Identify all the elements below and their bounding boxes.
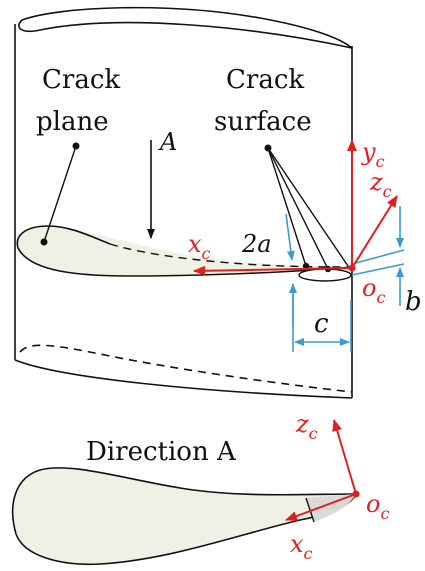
origin-3d-label: oc: [362, 274, 385, 307]
dim-c-label: c: [314, 309, 329, 339]
crack-surface-label-line2: surface: [214, 107, 312, 137]
section-crack-region: [306, 494, 356, 522]
dim-b-extension-top: [351, 249, 405, 265]
section-axis-x-label: xc: [290, 530, 313, 563]
blade-body: [14, 6, 353, 399]
crack-surface-ellipse: [298, 268, 352, 282]
blade-bottom-hidden-edge: [19, 344, 353, 393]
origin-section-dot: [352, 490, 360, 498]
crack-surface-leader-dot: [264, 144, 272, 152]
origin-3d-dot: [348, 264, 356, 272]
crack-plane-label-line1: Crack: [42, 65, 120, 95]
section-title: Direction A: [86, 437, 237, 467]
dimension-marks: [285, 206, 405, 352]
axis-x-label: xc: [188, 230, 211, 263]
crack-surface-point-1: [302, 262, 310, 270]
axes-section: [285, 419, 357, 521]
dim-b-extension-bottom: [351, 263, 405, 276]
blade-top-lower-edge: [18, 19, 353, 49]
axis-z-label: zc: [369, 168, 392, 201]
axis-x-arrow: [193, 265, 353, 276]
crack-plane-label-line2: plane: [36, 107, 109, 137]
section-axis-x-arrow: [285, 493, 357, 521]
crack-plane-leader-dot: [72, 142, 80, 150]
dim-2a-label: 2a: [241, 230, 272, 258]
direction-a-label: A: [158, 128, 177, 156]
axis-y-label: yc: [361, 138, 385, 171]
axis-z-arrow: [351, 195, 398, 269]
section-origin-label: oc: [366, 490, 389, 523]
dim-b-label: b: [405, 287, 422, 317]
blade-top-edge: [21, 6, 353, 49]
dim-2a-arrow-top: [285, 213, 295, 261]
crack-surface-label-line1: Crack: [226, 65, 304, 95]
crack-plane-leader: [43, 145, 77, 243]
crack-plane-target-dot: [40, 238, 48, 246]
axes-3d: [193, 139, 398, 276]
section-axis-z-arrow: [332, 419, 357, 495]
section-crack-front: [305, 497, 315, 523]
section-axis-z-label: zc: [295, 410, 318, 443]
blade-bottom-edge: [14, 359, 353, 399]
crack-surface-leaders: [267, 147, 349, 270]
section-airfoil: [11, 467, 358, 566]
